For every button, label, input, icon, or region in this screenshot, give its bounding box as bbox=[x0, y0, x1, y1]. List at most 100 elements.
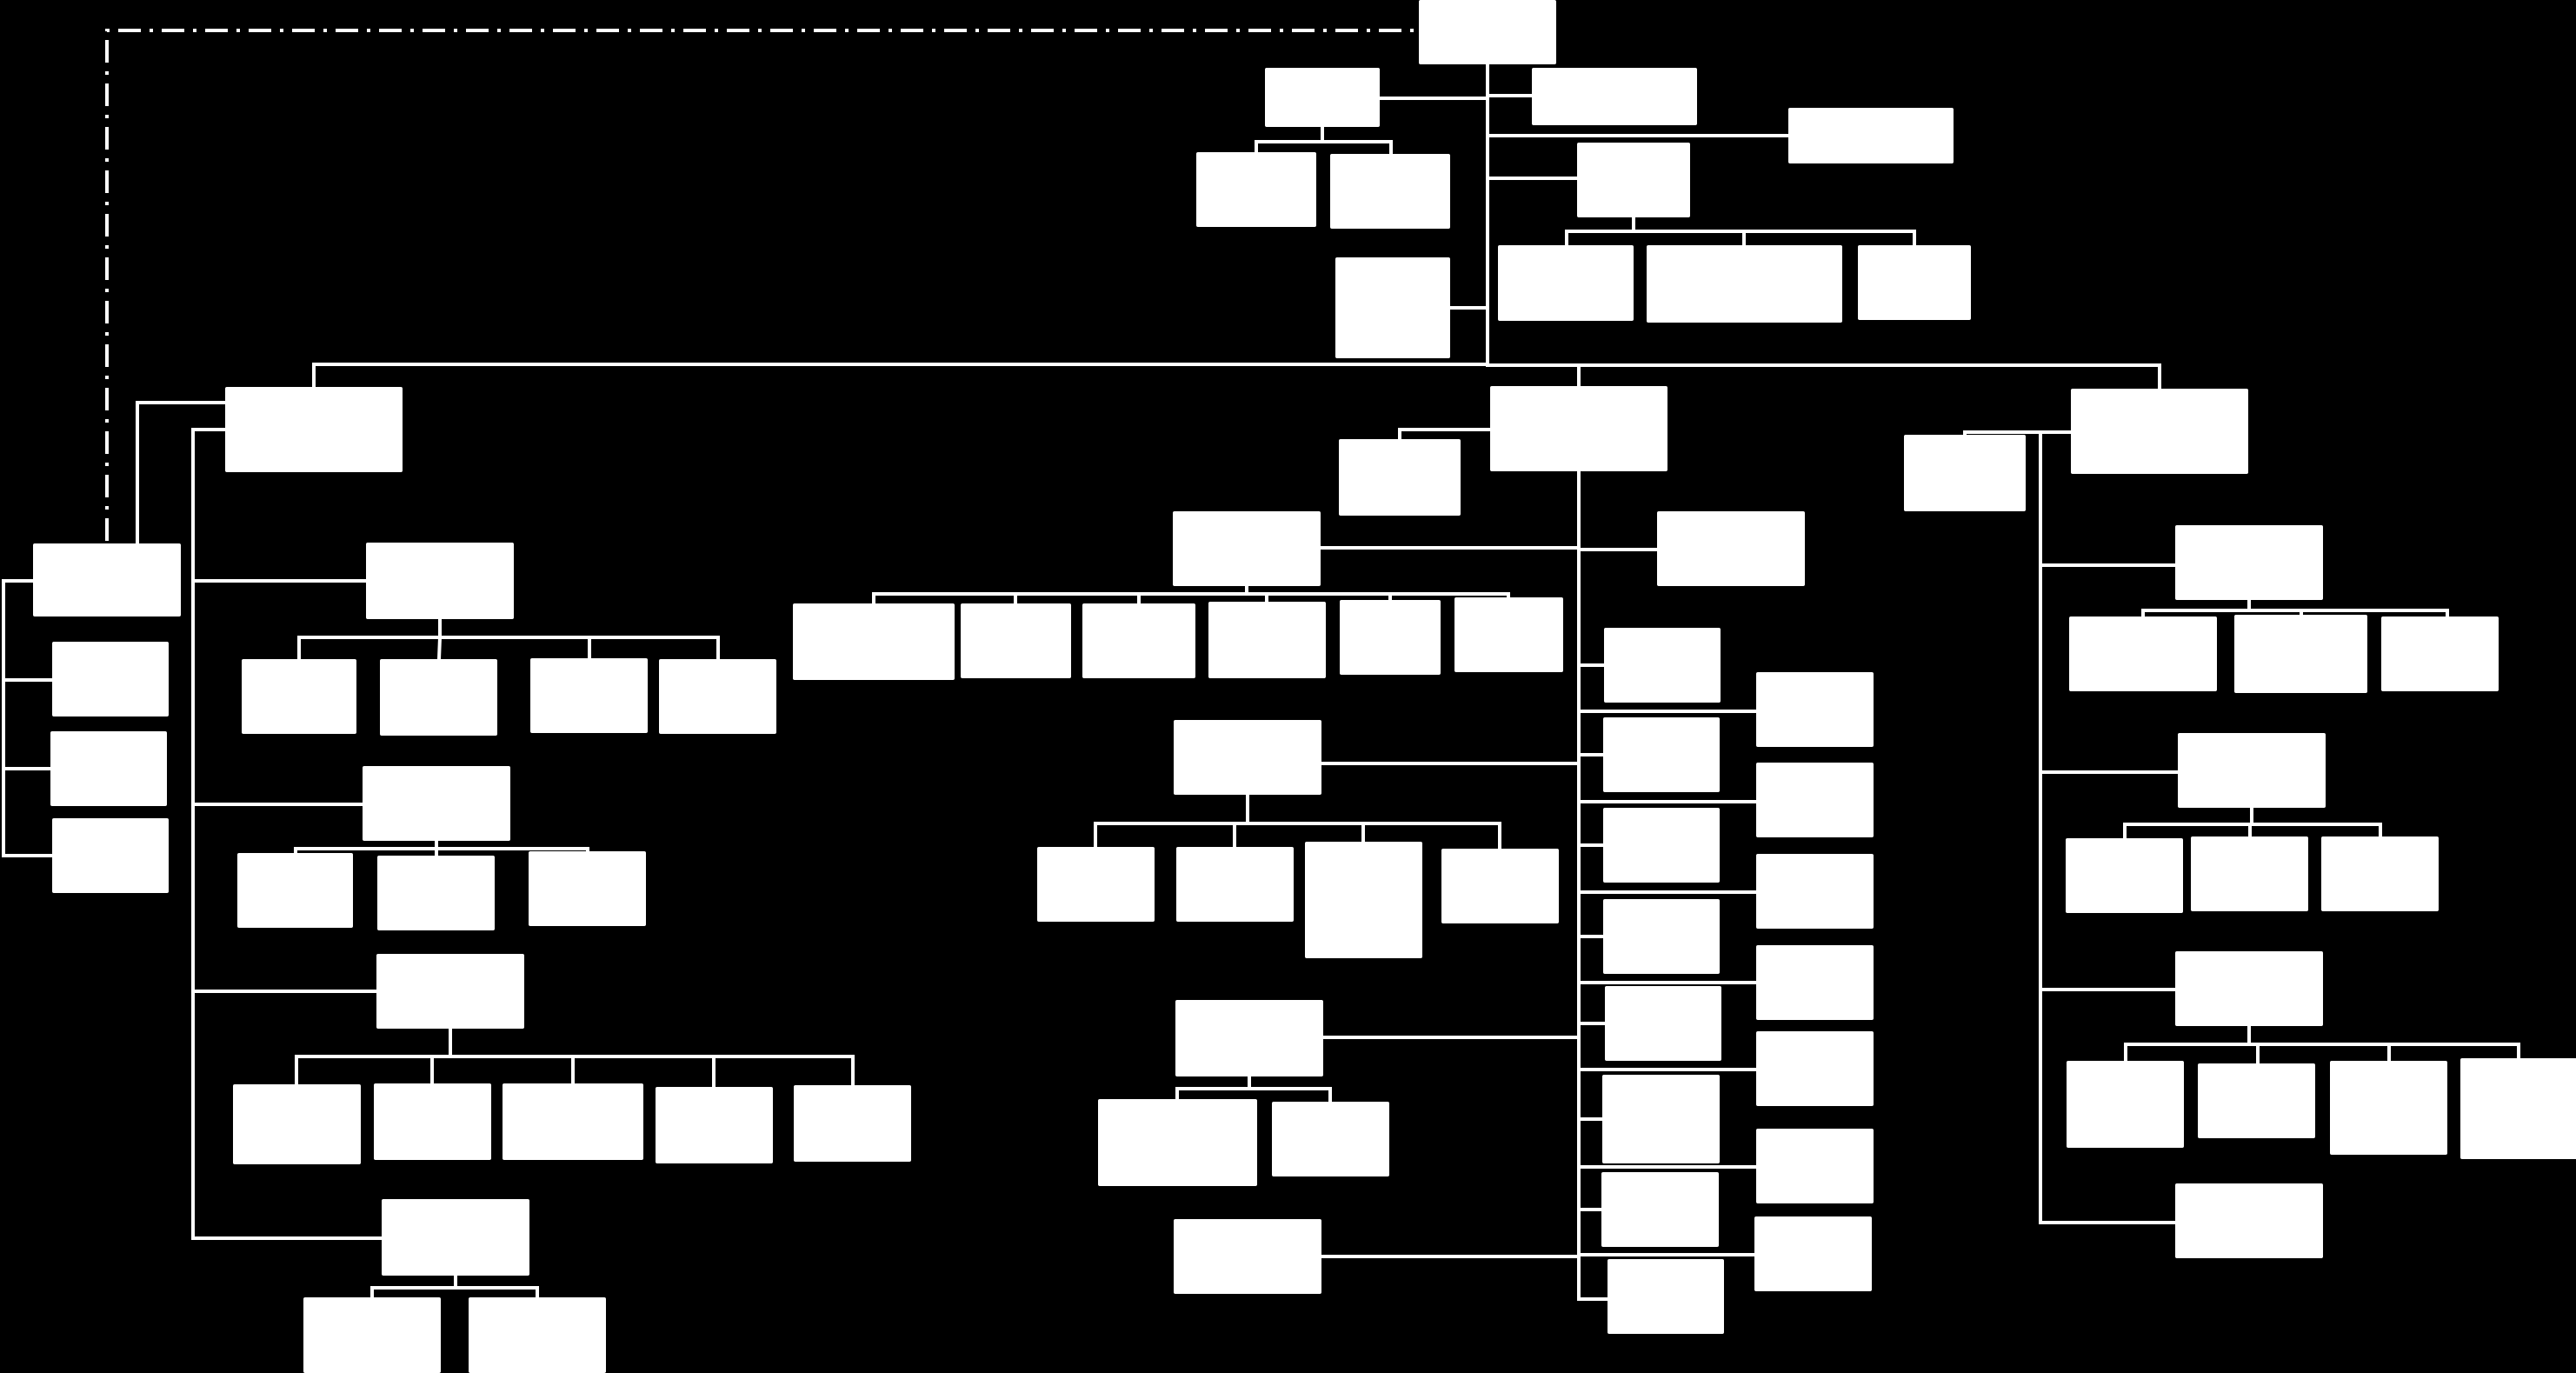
connector-line bbox=[1632, 230, 1916, 247]
org-box bbox=[377, 856, 495, 930]
org-box bbox=[1272, 1102, 1389, 1176]
org-box bbox=[794, 1085, 911, 1162]
connector-line bbox=[191, 428, 383, 1240]
org-box bbox=[793, 603, 955, 680]
org-box bbox=[1098, 1099, 1257, 1186]
org-box bbox=[1174, 1219, 1321, 1294]
connector-line bbox=[436, 635, 443, 662]
org-box bbox=[303, 1297, 441, 1373]
org-box bbox=[1532, 68, 1697, 125]
org-box bbox=[1490, 386, 1667, 471]
org-box bbox=[1756, 763, 1874, 837]
org-box bbox=[2071, 389, 2248, 474]
connector-line bbox=[295, 1027, 452, 1086]
connector-line bbox=[2250, 823, 2382, 838]
org-box bbox=[2067, 1061, 2184, 1148]
org-box bbox=[52, 642, 169, 716]
org-box bbox=[1858, 245, 1971, 320]
org-box bbox=[1441, 849, 1559, 923]
org-box bbox=[380, 659, 497, 736]
dotted-reporting-line bbox=[105, 29, 1419, 541]
org-box bbox=[1335, 257, 1450, 358]
org-box bbox=[2381, 617, 2499, 691]
org-box bbox=[1339, 439, 1461, 516]
connector-line bbox=[1321, 140, 1393, 156]
org-box bbox=[2321, 836, 2439, 911]
org-box bbox=[2198, 1063, 2315, 1138]
org-box bbox=[2175, 525, 2323, 600]
connector-line bbox=[1175, 1075, 1251, 1101]
connector-line bbox=[1248, 1087, 1332, 1103]
org-box bbox=[242, 659, 356, 734]
org-box bbox=[1498, 245, 1634, 321]
org-box bbox=[2175, 951, 2323, 1026]
connector-line bbox=[294, 839, 438, 855]
connector-line bbox=[2039, 430, 2177, 1224]
connector-line bbox=[438, 636, 720, 661]
org-box bbox=[1756, 672, 1874, 747]
org-box bbox=[1196, 152, 1316, 227]
org-box bbox=[2069, 617, 2217, 691]
connector-line bbox=[136, 401, 227, 545]
org-box bbox=[1265, 68, 1380, 127]
org-box bbox=[366, 543, 514, 619]
org-box bbox=[1340, 600, 1441, 675]
org-box bbox=[2178, 733, 2326, 808]
org-box bbox=[1577, 143, 1690, 217]
org-box bbox=[1419, 0, 1556, 64]
org-box bbox=[1176, 847, 1294, 922]
connector-line bbox=[2247, 609, 2449, 618]
org-box bbox=[382, 1199, 529, 1276]
org-box bbox=[1647, 245, 1842, 323]
org-box bbox=[469, 1297, 606, 1373]
org-box bbox=[1756, 854, 1874, 929]
org-box bbox=[1657, 511, 1805, 586]
org-box bbox=[233, 1084, 361, 1164]
org-box bbox=[2460, 1058, 2576, 1159]
org-box bbox=[1305, 842, 1422, 958]
org-box bbox=[1082, 603, 1195, 678]
org-box bbox=[1603, 717, 1720, 792]
org-box bbox=[1756, 1129, 1874, 1203]
connector-line bbox=[370, 1274, 457, 1299]
org-box bbox=[1173, 511, 1321, 586]
connector-line bbox=[435, 847, 589, 853]
org-box bbox=[363, 766, 510, 841]
connector-line bbox=[2, 579, 54, 857]
org-box bbox=[1608, 1259, 1724, 1334]
org-box bbox=[2066, 838, 2183, 913]
org-box bbox=[1605, 986, 1721, 1061]
org-box bbox=[961, 603, 1071, 678]
org-box bbox=[1174, 720, 1321, 795]
org-box bbox=[656, 1087, 773, 1163]
connector-line bbox=[1255, 125, 1324, 154]
org-box bbox=[1454, 597, 1563, 672]
org-box bbox=[1175, 1000, 1323, 1076]
org-box bbox=[529, 851, 646, 926]
connector-line bbox=[1963, 430, 2073, 437]
connector-line bbox=[1094, 793, 1249, 849]
connector-line bbox=[872, 584, 1248, 605]
org-box bbox=[1788, 108, 1954, 163]
connector-line bbox=[1632, 230, 1746, 247]
connector-line bbox=[1577, 470, 1609, 1301]
connector-line bbox=[2247, 609, 2303, 617]
connector-line bbox=[312, 363, 1489, 389]
connector-line bbox=[1245, 592, 1510, 599]
org-box bbox=[374, 1083, 491, 1160]
connector-line bbox=[1398, 428, 1492, 441]
org-box bbox=[52, 818, 169, 893]
org-box bbox=[1330, 154, 1450, 229]
org-box bbox=[2191, 836, 2308, 911]
connector-line bbox=[1486, 363, 2161, 390]
org-box bbox=[1756, 1031, 1874, 1106]
org-box bbox=[503, 1083, 643, 1160]
org-box bbox=[33, 543, 181, 617]
connector-line bbox=[2123, 806, 2253, 840]
org-box bbox=[1603, 808, 1720, 883]
connector-line bbox=[1565, 216, 1635, 247]
org-box bbox=[1904, 435, 2026, 511]
org-box bbox=[1754, 1216, 1872, 1291]
